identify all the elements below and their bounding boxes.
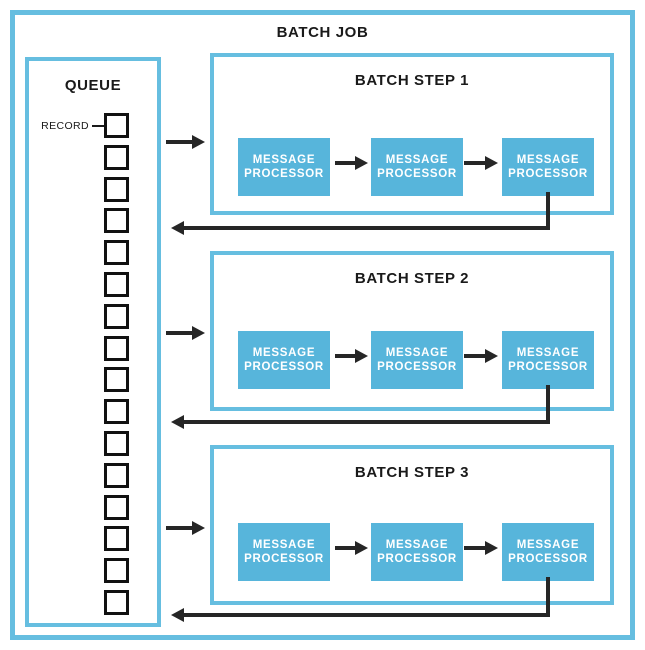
message-processor-box: MESSAGE PROCESSOR [238, 138, 330, 196]
message-processor-label: MESSAGE PROCESSOR [377, 539, 457, 565]
batch-step-1-title: BATCH STEP 1 [354, 72, 470, 89]
record-square [104, 430, 129, 456]
message-processor-label: MESSAGE PROCESSOR [508, 347, 588, 373]
queue-records [104, 113, 129, 615]
message-processor-label: MESSAGE PROCESSOR [377, 154, 457, 180]
record-square [104, 176, 129, 202]
message-processor-box: MESSAGE PROCESSOR [502, 523, 594, 581]
message-processor-label: MESSAGE PROCESSOR [377, 347, 457, 373]
queue-title: QUEUE [64, 77, 122, 94]
record-square [104, 399, 129, 425]
batch-job-box: BATCH JOB [10, 10, 635, 640]
record-square [104, 494, 129, 520]
message-processor-box: MESSAGE PROCESSOR [371, 138, 463, 196]
record-square [104, 144, 129, 170]
record-square [104, 526, 129, 552]
record-square [104, 208, 129, 234]
record-square [104, 335, 129, 361]
batch-step-3-box: BATCH STEP 3 MESSAGE PROCESSOR MESSAGE P… [210, 445, 614, 605]
record-square [104, 462, 129, 488]
batch-step-2-title: BATCH STEP 2 [354, 270, 470, 287]
record-square [104, 303, 129, 329]
record-square [104, 558, 129, 584]
message-processor-box: MESSAGE PROCESSOR [502, 138, 594, 196]
record-label: RECORD [41, 119, 89, 132]
record-square [104, 240, 129, 266]
message-processor-label: MESSAGE PROCESSOR [244, 347, 324, 373]
message-processor-box: MESSAGE PROCESSOR [371, 523, 463, 581]
message-processor-label: MESSAGE PROCESSOR [508, 154, 588, 180]
message-processor-box: MESSAGE PROCESSOR [371, 331, 463, 389]
record-square [104, 113, 129, 138]
batch-step-1-box: BATCH STEP 1 MESSAGE PROCESSOR MESSAGE P… [210, 53, 614, 215]
message-processor-box: MESSAGE PROCESSOR [502, 331, 594, 389]
message-processor-label: MESSAGE PROCESSOR [244, 539, 324, 565]
queue-box: QUEUE [25, 57, 161, 627]
batch-step-2-box: BATCH STEP 2 MESSAGE PROCESSOR MESSAGE P… [210, 251, 614, 411]
batch-step-3-title: BATCH STEP 3 [354, 464, 470, 481]
message-processor-box: MESSAGE PROCESSOR [238, 331, 330, 389]
record-pointer: RECORD [30, 118, 104, 133]
record-square [104, 367, 129, 393]
message-processor-label: MESSAGE PROCESSOR [244, 154, 324, 180]
batch-job-title: BATCH JOB [276, 24, 369, 41]
record-square [104, 589, 129, 615]
record-pointer-line [92, 124, 104, 127]
message-processor-label: MESSAGE PROCESSOR [508, 539, 588, 565]
record-square [104, 271, 129, 297]
message-processor-box: MESSAGE PROCESSOR [238, 523, 330, 581]
